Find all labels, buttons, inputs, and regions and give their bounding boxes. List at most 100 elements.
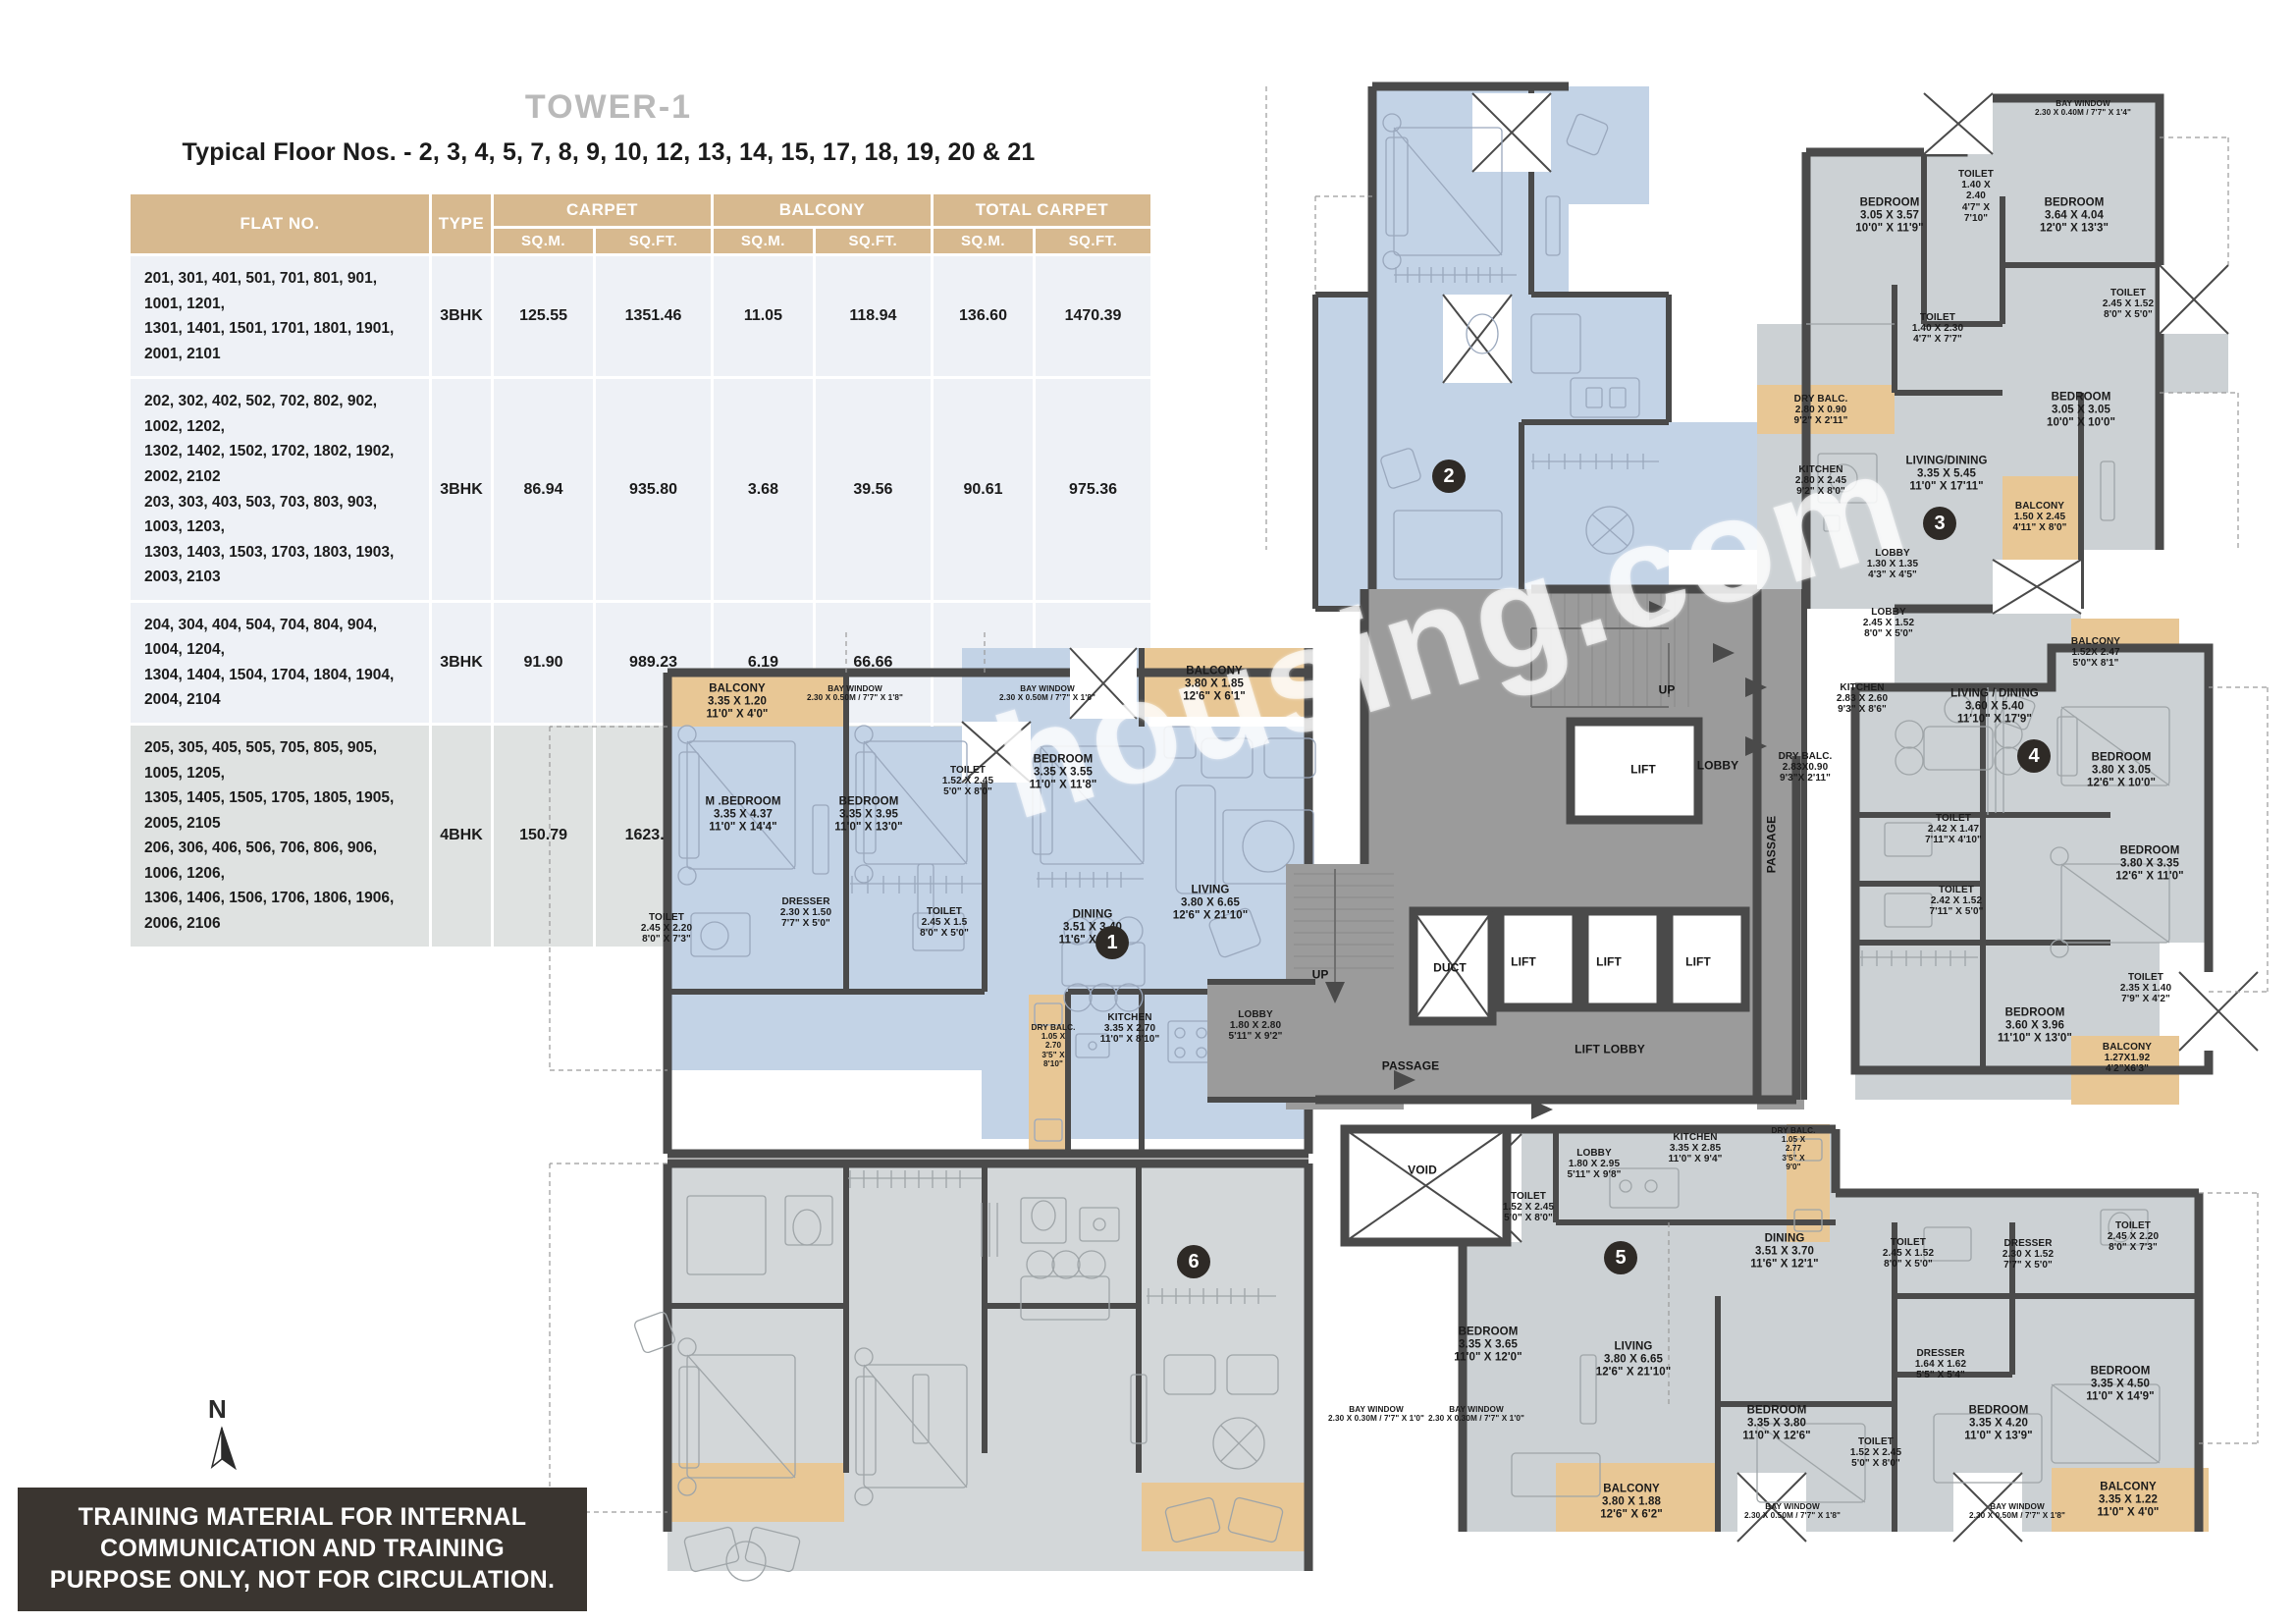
room-dimension: 4'3" X 4'5" (1868, 569, 1917, 581)
core-label: LIFT LOBBY (1575, 1042, 1645, 1056)
flat-number-line: 1301, 1401, 1501, 1701, 1801, 1901, 2001… (144, 320, 395, 362)
flat-number-line: 206, 306, 406, 506, 706, 806, 906, 1006,… (144, 839, 378, 882)
cell-carpet-sqm: 150.79 (494, 726, 594, 947)
room-name: TOILET (1936, 813, 1971, 825)
room-dimension: 3.35 X 4.50 (2091, 1378, 2150, 1390)
room-dimension: 1.50 X 2.45 (2013, 512, 2066, 523)
unit-number-badge: 1 (1095, 926, 1129, 959)
cell-carpet-sqft: 989.23 (596, 602, 711, 723)
disclaimer-banner: TRAINING MATERIAL FOR INTERNAL COMMUNICA… (18, 1488, 587, 1611)
room-dimension: 3.35 X 1.22 (2099, 1493, 2158, 1506)
room-dimension: 11'0" X 13'0" (834, 821, 903, 834)
room-name: KITCHEN (1840, 682, 1885, 694)
dry-balcony-1 (1029, 995, 1068, 1152)
room-dimension: 3.35 X 3.95 (839, 808, 898, 821)
room-name: LIVING / DINING (1950, 687, 2039, 700)
room-dimension: 2.42 X 1.52 (1930, 895, 1983, 907)
core-label-text: LIFT (1630, 762, 1656, 777)
room-dimension: 5'11" X 9'2" (1228, 1031, 1283, 1043)
room-dimension: 3.35 X 1.20 (708, 695, 767, 708)
room-dimension: 2.30 X 0.50M / 7'7" X 1'8" (998, 693, 1096, 702)
room-dimension: 11'0" X 14'4" (709, 821, 777, 834)
room-name: BEDROOM (838, 795, 899, 808)
th-balcony: BALCONY (713, 194, 931, 226)
room-dimension: 2.30 X 0.30M / 7'7" X 1'0" (1427, 1414, 1525, 1423)
room-dimension: 2.45 X 2.20 (2107, 1231, 2160, 1243)
cell-total-sqm: 136.60 (933, 256, 1034, 377)
room-dimension: 3.80 X 3.35 (2120, 857, 2179, 870)
room-name: TOILET (2110, 288, 2146, 299)
room-dimension: 2.30 X 0.50M / 7'7" X 1'8" (1743, 1511, 1842, 1520)
th-carpet-sqm: SQ.M. (494, 229, 594, 253)
cell-flat-numbers: 201, 301, 401, 501, 701, 801, 901, 1001,… (131, 256, 429, 377)
flat-number-line: 1305, 1405, 1505, 1705, 1805, 1905, 2005… (144, 789, 395, 832)
room-dimension: 1.05 X (1781, 1135, 1806, 1145)
room-name: DRESSER (1916, 1348, 1965, 1360)
room-dimension: 2.30 X 0.40M / 7'7" X 1'4" (2034, 108, 2132, 117)
room-dimension: 1.80 X 2.95 (1568, 1159, 1621, 1170)
flat-schedule-table: FLAT NO. TYPE CARPET BALCONY TOTAL CARPE… (128, 191, 1153, 949)
room-dimension: 5'0" X 8'0" (1504, 1213, 1553, 1224)
cell-carpet-sqm: 125.55 (494, 256, 594, 377)
core-label-text: LIFT (1685, 954, 1711, 969)
table-header-row-2: SQ.M. SQ.FT. SQ.M. SQ.FT. SQ.M. SQ.FT. (131, 229, 1150, 253)
compass-needle-icon (210, 1426, 237, 1471)
room-dimension: 4'2"X6'3" (2105, 1063, 2150, 1075)
room-dimension: 9'3" X 8'6" (1838, 704, 1887, 716)
room-dimension: 3.35 X 5.45 (1917, 467, 1976, 480)
room-dimension: 10'0" X 11'9" (1855, 222, 1924, 235)
core-label: VOID (1408, 1163, 1437, 1176)
core-label-text: LOBBY (1696, 758, 1739, 773)
room-dimension: 2.80 X 2.45 (1794, 475, 1847, 487)
room-name: M .BEDROOM (705, 795, 781, 808)
room-dimension: 5'0"X 8'1" (2072, 658, 2119, 670)
room-dimension: 9'2" X 2'11" (1793, 415, 1848, 427)
room-dimension: 11'10" X 13'0" (1998, 1032, 2072, 1045)
room-dimension: 2.40 (1966, 190, 1986, 202)
room-name: DRY BALC. (1031, 1023, 1076, 1033)
room-dimension: 1.40 X (1961, 180, 1991, 191)
room-dimension: 12'6" X 21'10" (1595, 1366, 1672, 1379)
cell-balcony-sqft: 118.94 (815, 256, 931, 377)
room-name: BEDROOM (1033, 753, 1094, 766)
room-dimension: 12'6" X 21'10" (1172, 909, 1249, 922)
room-name: TOILET (950, 765, 986, 777)
balcony-6b (1142, 1483, 1308, 1551)
th-balcony-sqft: SQ.FT. (815, 229, 931, 253)
room-dimension: 3.51 X 3.70 (1755, 1245, 1814, 1258)
th-carpet-sqft: SQ.FT. (596, 229, 711, 253)
cell-balcony-sqft: 66.66 (815, 602, 931, 723)
room-name: BALCONY (1186, 665, 1243, 677)
room-name: BAY WINDOW (1449, 1404, 1504, 1414)
room-dimension: 2.70 (1044, 1041, 1062, 1051)
staircase-lower (1294, 869, 1394, 1003)
th-flat-no: FLAT NO. (131, 194, 429, 253)
room-dimension: 3.35 X 4.37 (714, 808, 773, 821)
flat-number-line: 204, 304, 404, 504, 704, 804, 904, 1004,… (144, 616, 378, 659)
room-dimension: 1.27X1.92 (2104, 1053, 2151, 1064)
flat-number-line: 1306, 1406, 1506, 1706, 1806, 1906, 2006… (144, 890, 395, 932)
room-dimension: 1.52 X 2.45 (1502, 1202, 1555, 1214)
